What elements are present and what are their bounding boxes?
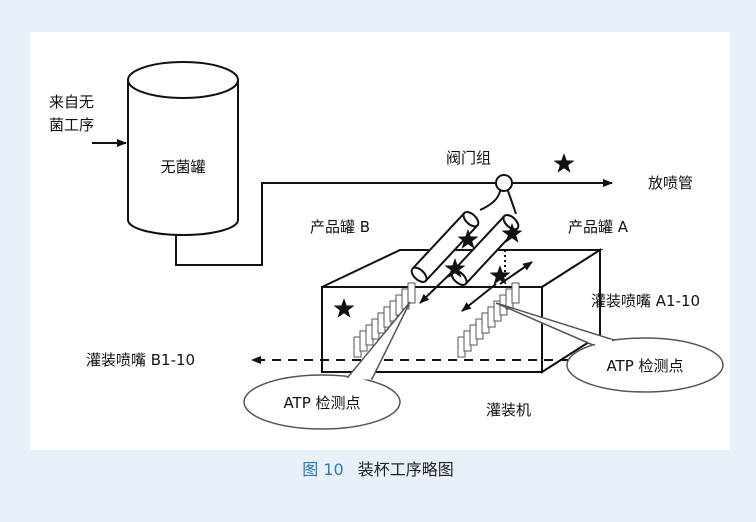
label-atp-left: ATP 检测点 bbox=[283, 394, 360, 412]
figure-number: 图 10 bbox=[302, 460, 344, 479]
atp-callout-left bbox=[243, 301, 411, 430]
product-tank-b bbox=[410, 211, 480, 283]
label-nozzle-b: 灌装喷嘴 B1-10 bbox=[86, 351, 195, 369]
star-icon bbox=[489, 265, 511, 285]
label-valve-group: 阀门组 bbox=[446, 149, 491, 167]
label-source-2: 菌工序 bbox=[49, 116, 94, 134]
label-release-pipe: 放喷管 bbox=[648, 174, 693, 192]
nozzle-stack-b bbox=[353, 282, 416, 358]
star-icon bbox=[501, 223, 523, 243]
main-pipe bbox=[175, 182, 503, 266]
figure-title: 装杯工序略图 bbox=[357, 460, 454, 479]
atp-callout-right bbox=[495, 302, 724, 393]
label-aseptic-tank: 无菌罐 bbox=[160, 158, 205, 176]
label-filler: 灌装机 bbox=[486, 401, 531, 419]
aseptic-tank bbox=[127, 61, 239, 236]
label-product-tank-a: 产品罐 A bbox=[568, 218, 629, 236]
figure-caption: 图 10 装杯工序略图 bbox=[0, 456, 756, 480]
label-atp-right: ATP 检测点 bbox=[606, 357, 683, 375]
valve-icon bbox=[495, 174, 513, 192]
label-source-1: 来自无 bbox=[49, 93, 94, 111]
star-icon bbox=[333, 298, 355, 318]
star-icons bbox=[333, 153, 575, 318]
star-icon bbox=[457, 229, 479, 249]
product-tank-a bbox=[450, 214, 520, 286]
label-product-tank-b: 产品罐 B bbox=[310, 218, 370, 236]
label-nozzle-a: 灌装喷嘴 A1-10 bbox=[591, 292, 700, 310]
star-icon bbox=[444, 258, 466, 278]
star-icon bbox=[553, 153, 575, 173]
